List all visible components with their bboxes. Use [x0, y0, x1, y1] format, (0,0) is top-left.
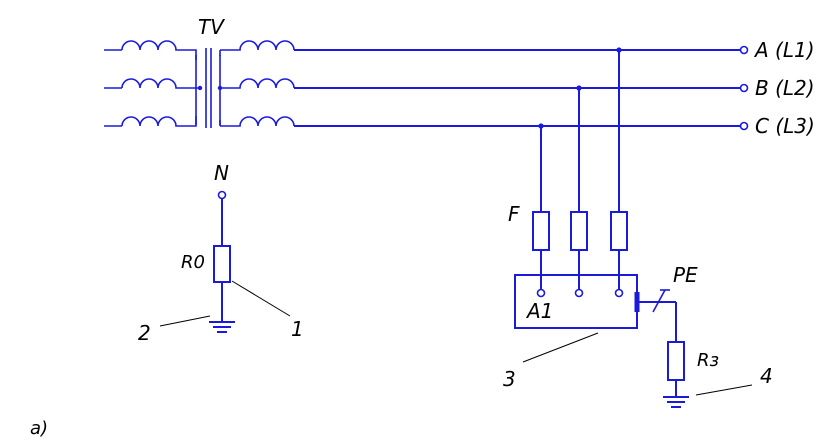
callout-3: 3: [503, 367, 516, 391]
fuse-label: F: [508, 202, 520, 226]
neutral-label: N: [214, 161, 229, 185]
callout-4: 4: [760, 364, 773, 388]
earth-resistor-label: Rз: [697, 350, 719, 371]
device-label: A1: [525, 299, 553, 323]
callout-1: 1: [291, 317, 304, 341]
earth-resistor: [663, 341, 689, 408]
transformer-tv: [104, 40, 295, 128]
callout-leaders: [159, 280, 753, 396]
device-a1: [514, 274, 677, 342]
transformer-label: TV: [198, 15, 225, 39]
phase-a-label: A (L1): [753, 38, 815, 62]
neutral-earthing: [209, 190, 235, 333]
phase-c-label: C (L3): [755, 114, 815, 138]
phase-b-label: B (L2): [755, 76, 815, 100]
phase-lines: [294, 45, 749, 131]
pe-label: PE: [673, 263, 698, 287]
callout-2: 2: [138, 321, 151, 345]
subfigure-label: а): [30, 418, 48, 439]
fuse-taps: [532, 47, 628, 289]
neutral-resistor-label: R0: [181, 252, 205, 273]
